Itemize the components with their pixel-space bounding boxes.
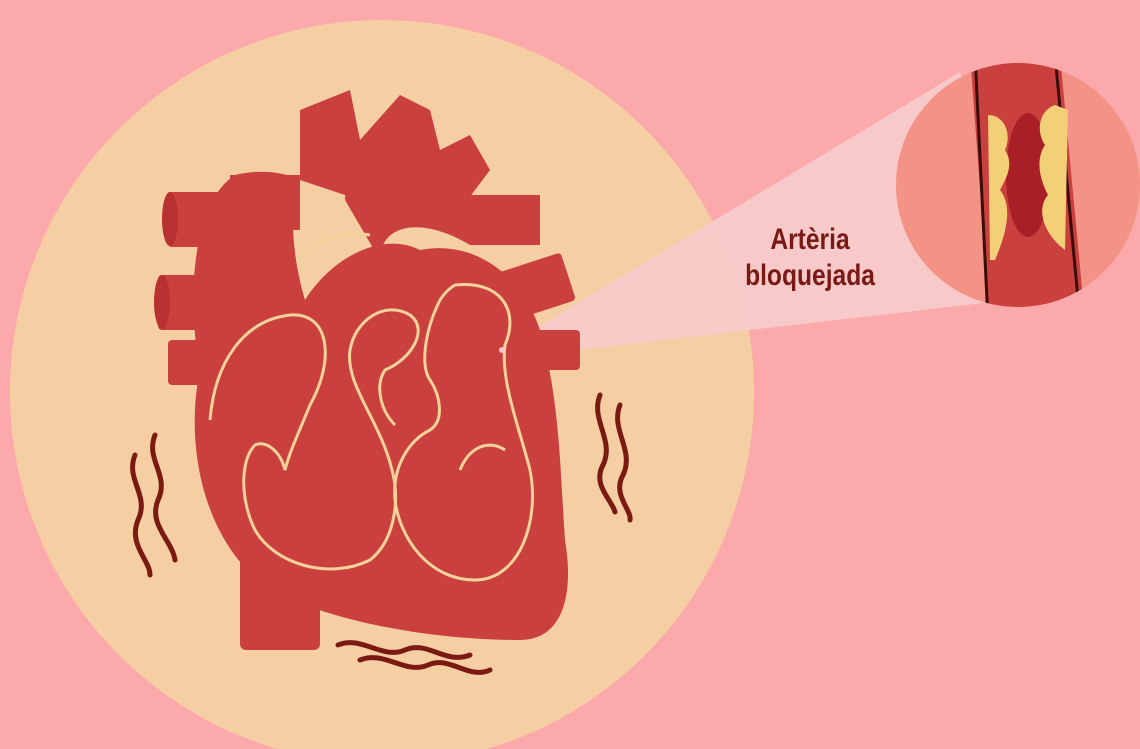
callout-label-line2: bloquejada	[724, 258, 896, 294]
callout-label: Artèria bloquejada	[724, 222, 896, 294]
callout-label-line1: Artèria	[724, 222, 896, 258]
